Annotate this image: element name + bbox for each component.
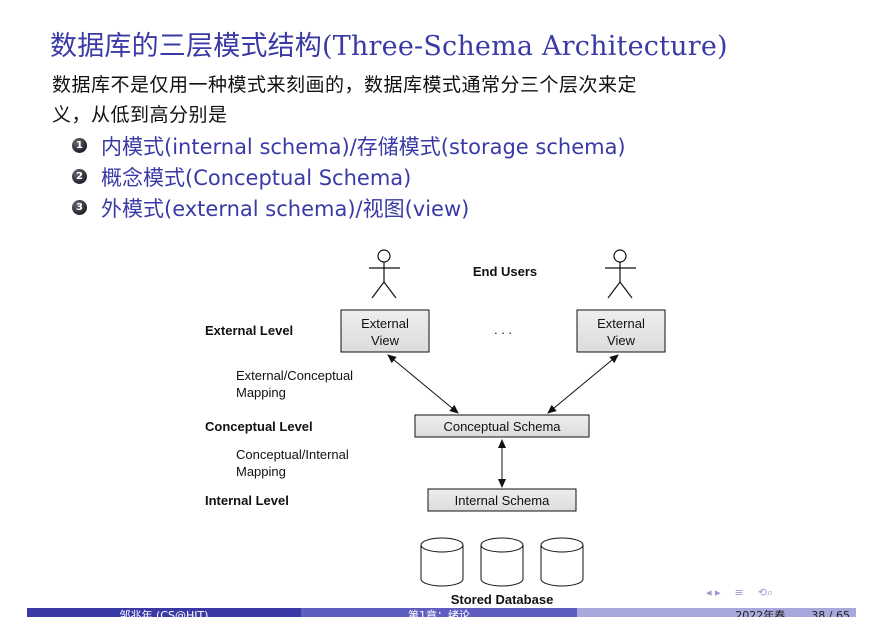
conc-int-mapping-line1: Conceptual/Internal [236, 447, 349, 462]
schema-list: 1 内模式(internal schema)/存储模式(storage sche… [72, 130, 626, 223]
ellipsis: . . . [494, 322, 512, 337]
intro-line-1: 数据库不是仅用一种模式来刻画的，数据库模式通常分三个层次来定 [52, 74, 638, 96]
ext-conc-mapping-line1: External/Conceptual [236, 368, 353, 383]
internal-schema-box [427, 488, 577, 512]
external-view-box-left [340, 309, 430, 353]
footer-author: 邹兆年 (CS@HIT) [27, 608, 301, 617]
list-item-text: 内模式(internal schema)/存储模式(storage schema… [101, 134, 626, 159]
external-view-left-line1: External [361, 316, 409, 331]
database-cylinder-icon [480, 537, 524, 587]
nav-search-icon[interactable]: ⟲⌕ [757, 586, 774, 599]
list-item: 2 概念模式(Conceptual Schema) [72, 161, 626, 192]
conceptual-schema-label: Conceptual Schema [443, 419, 561, 434]
conc-int-mapping-line2: Mapping [236, 464, 286, 479]
external-view-box-right [576, 309, 666, 353]
footer-chapter: 第1章：绪论 [301, 608, 577, 617]
ext-conc-mapping-line2: Mapping [236, 385, 286, 400]
external-level-label: External Level [205, 323, 293, 338]
end-user-right-icon [605, 249, 636, 299]
footer-page: 38 / 65 [811, 609, 850, 617]
slide-title: 数据库的三层模式结构(Three-Schema Architecture) [50, 31, 728, 62]
internal-schema-label: Internal Schema [455, 493, 550, 508]
list-item-text: 概念模式(Conceptual Schema) [101, 165, 412, 190]
footer-date-page: 2022年春 38 / 65 [577, 608, 856, 617]
beamer-navigation: ◂ ▸ ≡ ⟲⌕ [706, 586, 773, 600]
intro-paragraph: 数据库不是仅用一种模式来刻画的，数据库模式通常分三个层次来定 义，从低到高分别是 [52, 70, 822, 130]
number-bullet-icon: 2 [72, 169, 87, 184]
list-item: 3 外模式(external schema)/视图(view) [72, 192, 626, 223]
external-view-left-line2: View [371, 333, 400, 348]
internal-level-label: Internal Level [205, 493, 289, 508]
stored-database-label: Stored Database [451, 592, 554, 607]
nav-section-icon[interactable]: ◂ ▸ [706, 586, 721, 599]
conceptual-level-label: Conceptual Level [205, 419, 313, 434]
database-cylinder-icon [540, 537, 584, 587]
number-bullet-icon: 1 [72, 138, 87, 153]
external-view-right-line2: View [607, 333, 636, 348]
ext-conc-arrow-left [387, 354, 459, 414]
footer-date: 2022年春 [735, 609, 786, 617]
number-bullet-icon: 3 [72, 200, 87, 215]
database-cylinder-icon [420, 537, 464, 587]
footer-bar: 邹兆年 (CS@HIT) 第1章：绪论 2022年春 38 / 65 [27, 608, 856, 617]
intro-line-2: 义，从低到高分别是 [52, 104, 228, 126]
list-item-text: 外模式(external schema)/视图(view) [101, 196, 470, 221]
conceptual-schema-box [414, 414, 590, 438]
end-users-label: End Users [473, 264, 537, 279]
list-item: 1 内模式(internal schema)/存储模式(storage sche… [72, 130, 626, 161]
ext-conc-arrow-right [547, 354, 619, 414]
nav-menu-icon[interactable]: ≡ [734, 586, 744, 599]
end-user-left-icon [369, 249, 400, 299]
external-view-right-line1: External [597, 316, 645, 331]
